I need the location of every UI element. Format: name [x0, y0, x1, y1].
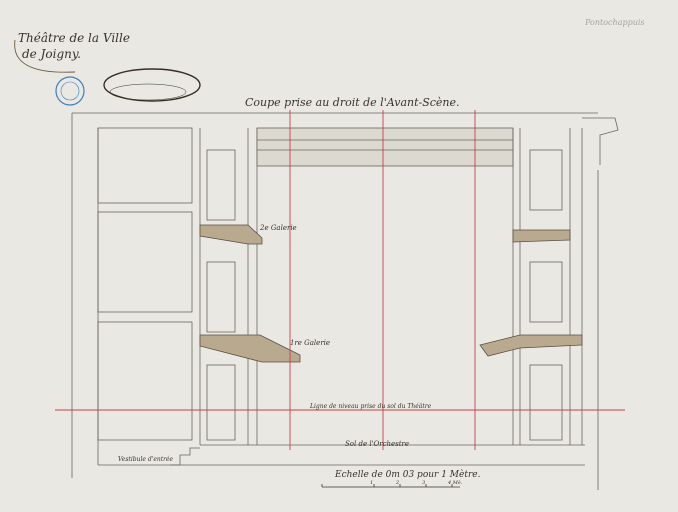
- signature-flourish: [103, 68, 201, 102]
- scale-tick-2: 2: [395, 480, 399, 486]
- library-stamp: [55, 76, 85, 106]
- level-lines: [55, 110, 625, 450]
- scale-caption: Echelle de 0m 03 pour 1 Mètre.: [334, 469, 481, 480]
- label-orchestra-floor: Sol de l'Orchestre: [345, 440, 409, 448]
- label-level-line: Ligne de niveau prise du sol du Théâtre: [309, 403, 432, 410]
- title-line-1: Théâtre de la Ville: [18, 31, 130, 45]
- scale-bar: [321, 484, 460, 488]
- scale-tick-4: 4 Mè.: [447, 479, 463, 486]
- scale-tick-3: 3: [422, 480, 425, 486]
- title-line-2: de Joigny.: [22, 47, 81, 61]
- label-vestibule: Vestibule d'entrée: [118, 456, 174, 463]
- section-title: Coupe prise au droit de l'Avant-Scène.: [245, 96, 460, 109]
- scale-tick-1: 1: [370, 480, 373, 486]
- label-1st-gallery: 1re Galerie: [290, 339, 330, 347]
- label-2nd-gallery: 2e Galerie: [259, 224, 297, 232]
- pencil-note: Pontochappuis: [584, 18, 645, 27]
